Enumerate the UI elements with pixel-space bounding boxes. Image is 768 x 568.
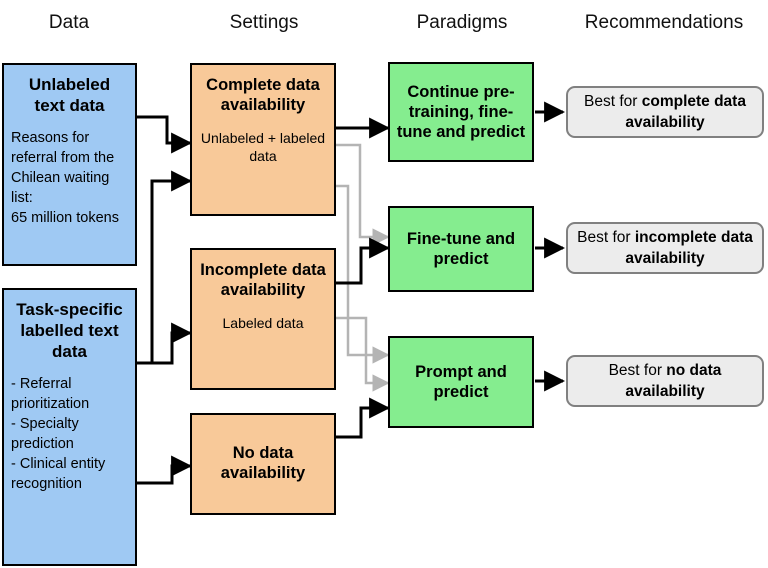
connector-complete-to-prompt [336, 184, 390, 364]
node-incomplete-data-availability[interactable]: Incomplete data availability Labeled dat… [190, 248, 336, 390]
node-body: Reasons for referral from the Chilean wa… [11, 130, 119, 226]
node-subtext: Labeled data [222, 315, 304, 331]
connector-incomplete-to-prompt [336, 316, 390, 392]
recommendation-text: Best for complete data availability [574, 91, 756, 133]
node-continue-pretraining-finetune-predict[interactable]: Continue pre-training, fine-tune and pre… [388, 62, 534, 162]
connector-labelled-to-complete [137, 170, 193, 365]
node-title: Unlabeled text data [28, 75, 111, 115]
node-finetune-and-predict[interactable]: Fine-tune and predict [388, 206, 534, 292]
node-unlabeled-text-data[interactable]: Unlabeled text data Reasons for referral… [2, 63, 137, 266]
recommendation-prefix: Best for [577, 229, 635, 246]
node-task-specific-labelled-text-data[interactable]: Task-specific labelled text data - Refer… [2, 288, 137, 566]
column-header-recommendations: Recommendations [584, 12, 744, 33]
column-header-paradigms: Paradigms [416, 12, 508, 33]
node-title: Prompt and predict [415, 363, 507, 401]
node-body: - Referral prioritization - Specialty pr… [11, 376, 106, 492]
connector-labelled-to-nodata [137, 455, 193, 485]
connector-incomplete-to-finetune [336, 237, 391, 285]
recommendation-prefix: Best for [584, 93, 642, 110]
recommendation-emphasis: complete data availability [625, 93, 746, 131]
node-subtext: Unlabeled + labeled data [200, 130, 326, 164]
node-title: Task-specific labelled text data [16, 300, 123, 361]
node-complete-data-availability[interactable]: Complete data availability Unlabeled + l… [190, 63, 336, 216]
node-title: Incomplete data availability [200, 261, 326, 299]
node-title: Continue pre-training, fine-tune and pre… [396, 83, 526, 141]
recommendation-emphasis: no data availability [625, 362, 722, 400]
column-header-settings: Settings [229, 12, 299, 33]
node-no-data-availability[interactable]: No data availability [190, 413, 336, 515]
connector-unlabeled-to-complete [137, 115, 193, 154]
node-title: No data availability [220, 444, 306, 482]
node-title: Complete data availability [206, 76, 320, 114]
recommendation-emphasis: incomplete data availability [625, 229, 753, 267]
connector-complete-to-finetune [336, 143, 390, 246]
column-header-data: Data [48, 12, 90, 33]
node-title: Fine-tune and predict [406, 230, 516, 268]
connector-labelled-to-incomplete [137, 322, 193, 365]
recommendation-prefix: Best for [608, 362, 667, 379]
node-recommendation-incomplete[interactable]: Best for incomplete data availability [566, 222, 764, 274]
connector-nodata-to-prompt [336, 397, 391, 439]
node-recommendation-complete[interactable]: Best for complete data availability [566, 86, 764, 138]
node-recommendation-nodata[interactable]: Best for no data availability [566, 355, 764, 407]
node-prompt-and-predict[interactable]: Prompt and predict [388, 336, 534, 428]
recommendation-text: Best for no data availability [574, 360, 756, 402]
recommendation-text: Best for incomplete data availability [574, 227, 756, 269]
